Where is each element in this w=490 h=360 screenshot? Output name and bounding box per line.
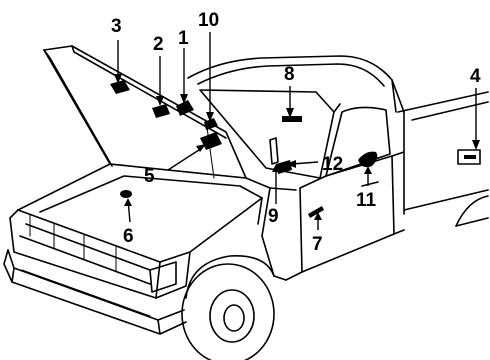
truck-outline xyxy=(3,55,489,360)
callout-11: 11 xyxy=(356,190,377,211)
callout-4: 4 xyxy=(470,66,481,87)
hood-label-3 xyxy=(110,80,130,94)
callout-7: 7 xyxy=(312,234,323,255)
callout-5: 5 xyxy=(144,166,155,187)
door-label-11 xyxy=(358,151,378,168)
callout-10: 10 xyxy=(198,10,219,31)
engine-cap-6 xyxy=(120,190,132,198)
callout-2: 2 xyxy=(153,34,164,55)
callout-1: 1 xyxy=(178,28,189,49)
callout-numbers: 3 2 1 10 8 4 5 12 11 9 6 7 xyxy=(111,10,481,255)
hood-label-1 xyxy=(176,100,194,116)
hood-open xyxy=(43,45,247,179)
windshield-label-8 xyxy=(282,116,302,122)
label-parts xyxy=(110,80,481,218)
callout-9: 9 xyxy=(268,206,279,227)
hood-label-2 xyxy=(152,104,170,118)
bed-plate-4-inner xyxy=(464,155,476,159)
callout-12: 12 xyxy=(322,154,343,175)
hood-label-10 xyxy=(204,118,218,130)
hood-label-5 xyxy=(200,132,222,150)
door-label-7 xyxy=(308,206,324,218)
mirror-9 xyxy=(269,137,279,165)
callout-6: 6 xyxy=(123,226,134,247)
leader-lines xyxy=(117,32,477,230)
callout-3: 3 xyxy=(111,16,122,37)
arrowheads xyxy=(114,74,480,220)
callout-8: 8 xyxy=(284,64,295,85)
